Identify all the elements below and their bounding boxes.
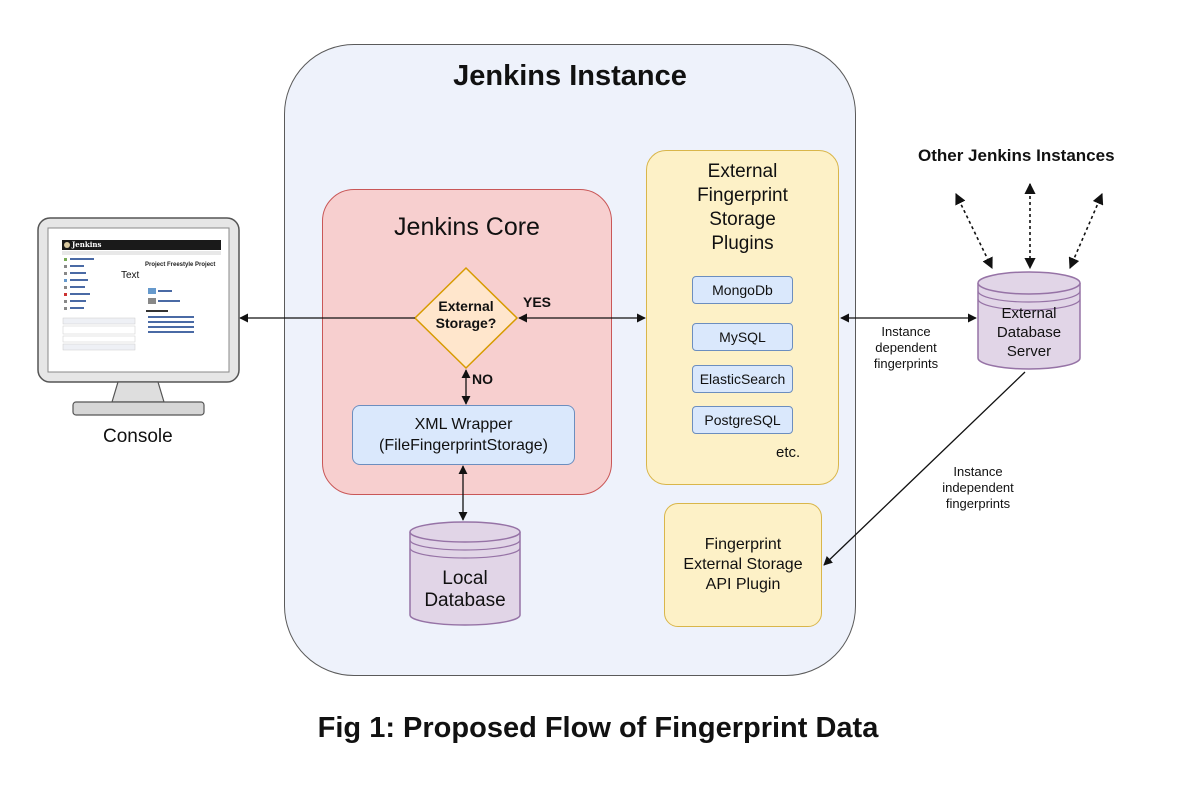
figure-caption: Fig 1: Proposed Flow of Fingerprint Data [317, 712, 879, 744]
local-database-label: Local Database [424, 568, 506, 611]
yes-label: YES [523, 294, 552, 310]
local-database-cylinder [409, 521, 521, 626]
etc-label: etc. [776, 444, 801, 461]
other-jenkins-instances-label: Other Jenkins Instances [918, 146, 1115, 165]
console-screen-logo: Jenkins [72, 240, 102, 249]
console-label: Console [103, 426, 173, 447]
instance-dependent-label: Instance dependent fingerprints [873, 324, 939, 371]
jenkins-instance-title: Jenkins Instance [453, 60, 687, 92]
console-monitor [37, 217, 240, 416]
dotted-arrow-right [1068, 192, 1104, 270]
plugin-elasticsearch: ElasticSearch [692, 365, 793, 393]
external-database-label: External Database Server [996, 305, 1062, 360]
jenkins-core-title: Jenkins Core [394, 213, 540, 241]
dotted-arrow-left [955, 192, 993, 270]
plugin-mysql: MySQL [692, 323, 793, 351]
external-storage-plugins-title: External Fingerprint Storage Plugins [697, 161, 788, 254]
arrow-extdb-api-plugin [823, 371, 1026, 566]
external-storage-decision [413, 266, 519, 370]
plugin-mongodb: MongoDb [692, 276, 793, 304]
fingerprint-api-plugin-box: Fingerprint External Storage API Plugin [664, 503, 822, 627]
decision-label: External Storage? [435, 298, 497, 331]
plugin-postgresql: PostgreSQL [692, 406, 793, 434]
external-database-cylinder [977, 271, 1081, 370]
console-screen-project-title: Project Freestyle Project [145, 262, 216, 268]
console-screen-text: Text [121, 270, 140, 281]
instance-independent-label: Instance independent fingerprints [942, 464, 1014, 511]
no-label: NO [472, 371, 493, 387]
xml-wrapper-box: XML Wrapper (FileFingerprintStorage) [352, 405, 575, 465]
